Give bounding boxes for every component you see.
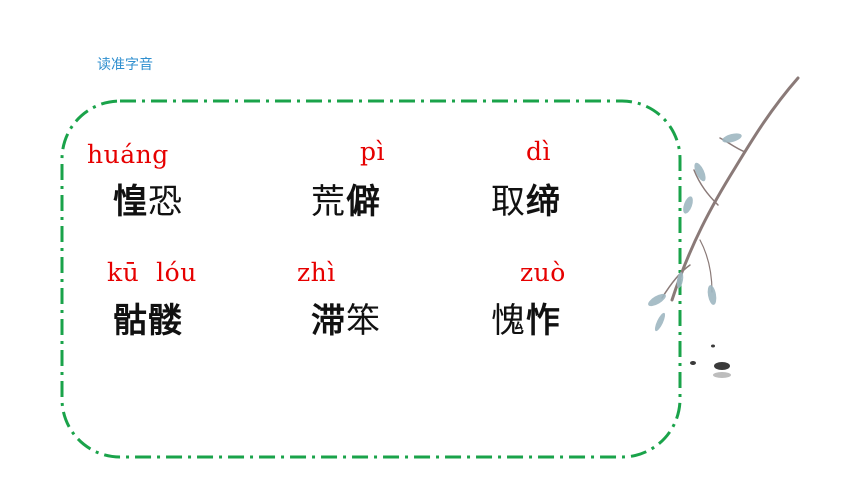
word-3-char-2: 缔 — [526, 182, 561, 222]
word-6: 愧怍 — [491, 293, 561, 342]
word-2: 荒僻 — [311, 174, 381, 223]
word-4: 骷髅 — [113, 293, 183, 342]
pinyin-1: huáng — [87, 140, 169, 169]
word-3: 取缔 — [491, 174, 561, 223]
word-3-char-1: 取 — [491, 182, 526, 222]
word-4-char-2: 髅 — [148, 301, 183, 341]
word-5-char-2: 笨 — [346, 301, 381, 341]
pinyin-4: kū lóu — [107, 258, 197, 287]
pinyin-5: zhì — [297, 258, 336, 287]
word-1-char-1: 惶 — [113, 182, 148, 222]
pinyin-2: pì — [360, 137, 385, 166]
word-5: 滞笨 — [311, 293, 381, 342]
word-2-char-1: 荒 — [311, 182, 346, 222]
word-4-char-1: 骷 — [113, 301, 148, 341]
pinyin-3: dì — [526, 137, 551, 166]
word-1-char-2: 恐 — [148, 182, 183, 222]
word-6-char-1: 愧 — [491, 301, 526, 341]
word-6-char-2: 怍 — [526, 301, 561, 341]
section-heading: 读准字音 — [97, 57, 153, 73]
pinyin-6: zuò — [520, 258, 566, 287]
word-1: 惶恐 — [113, 174, 183, 223]
word-5-char-1: 滞 — [311, 301, 346, 341]
word-2-char-2: 僻 — [346, 182, 381, 222]
